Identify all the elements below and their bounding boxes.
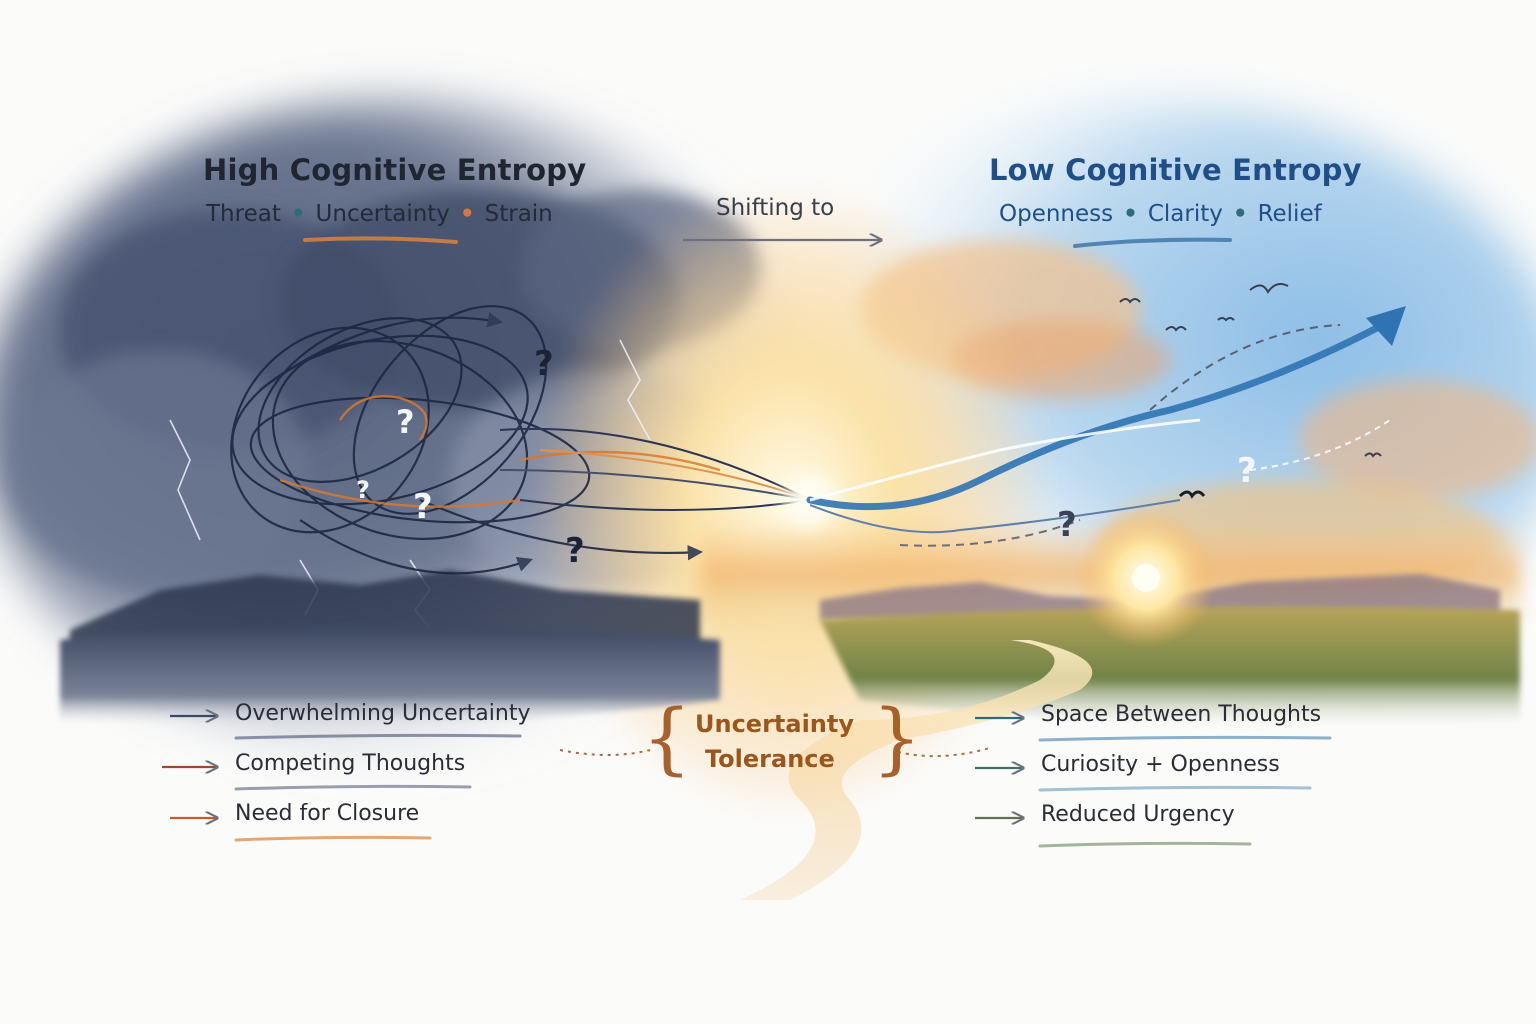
transition-label: Shifting to [716,195,835,221]
orange-streaks [279,395,721,508]
right-item: Reduced Urgency [1041,802,1235,827]
ground-left [60,625,720,727]
keyword-openness: Openness [999,201,1114,227]
tolerance-line1: Uncertainty [695,710,855,738]
left-item: Competing Thoughts [235,751,466,776]
left-keywords: Threat•Uncertainty•Strain [206,201,553,227]
left-title: High Cognitive Entropy [203,153,587,187]
right-item: Curiosity + Openness [1041,752,1280,777]
birds [1119,283,1382,499]
tangled-thoughts [230,305,704,575]
flow-path [806,314,1400,547]
flow-arrowhead [1366,306,1406,346]
question-mark: ? [396,403,415,441]
converging-streams [499,427,811,511]
sun-core [1132,564,1160,592]
question-mark: ? [565,531,585,571]
right-keywords: Openness•Clarity•Relief [999,201,1322,227]
question-mark: ? [1237,451,1257,491]
left-item: Need for Closure [235,801,420,826]
right-underline [1073,237,1232,248]
right-title: Low Cognitive Entropy [989,153,1362,187]
keyword-uncertainty: Uncertainty [315,201,450,227]
right-connector [897,747,991,758]
right-item-arrows [975,718,1022,818]
left-item-arrows [162,716,216,818]
left-item-underlines [234,733,522,842]
keyword-clarity: Clarity [1147,201,1223,227]
keyword-strain: Strain [484,201,553,227]
question-mark: ? [356,476,370,504]
right-item: Space Between Thoughts [1041,702,1322,727]
keyword-relief: Relief [1257,201,1322,227]
question-marks: ? ? ? ? ? ? ? [356,344,1257,571]
question-mark: ? [1057,505,1077,545]
right-item-underlines [1038,735,1332,848]
left-connector [559,749,651,756]
question-mark: ? [413,487,433,527]
question-mark: ? [534,344,554,384]
river [740,640,1093,900]
left-underline [303,236,458,244]
left-brace: { [642,694,692,784]
right-brace: } [872,694,922,784]
ground-right [820,606,1520,727]
tolerance-line2: Tolerance [705,745,835,773]
keyword-threat: Threat [206,201,281,227]
left-item: Overwhelming Uncertainty [235,701,531,726]
